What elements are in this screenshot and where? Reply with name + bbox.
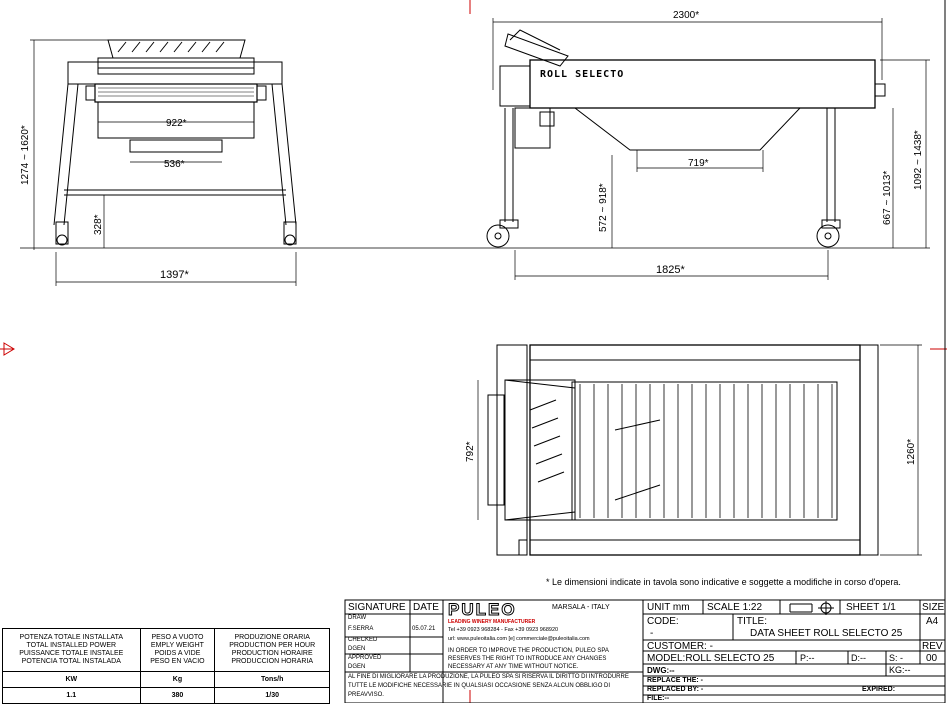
code-label: CODE: xyxy=(647,616,679,627)
production-header-es: PRODUCCION HORARIA xyxy=(231,658,314,665)
front-height-label: 1274 ~ 1620* xyxy=(20,125,31,185)
dwg-field: DWG:-- xyxy=(647,666,675,675)
title-block-frame xyxy=(344,599,946,703)
scale-label: SCALE 1:22 xyxy=(707,602,763,613)
production-header-fr: PRODUCTION HORAIRE xyxy=(231,650,313,657)
production-header: PRODUZIONE ORARIA PRODUCTION PER HOUR PR… xyxy=(214,628,330,672)
model-field: MODEL:ROLL SELECTO 25 xyxy=(647,653,775,664)
side-view xyxy=(486,29,886,248)
title-value: DATA SHEET ROLL SELECTO 25 xyxy=(750,628,903,639)
company-contact-phone: Tel +39 0923 968284 - Fax +39 0923 96892… xyxy=(448,627,559,633)
roller-grate xyxy=(579,384,833,518)
weight-unit: Kg xyxy=(139,671,216,688)
power-header: POTENZA TOTALE INSTALLATA TOTAL INSTALLE… xyxy=(2,628,141,672)
replace-the-field: REPLACE THE: - xyxy=(647,677,703,684)
machine-name-label: ROLL SELECTO xyxy=(540,69,624,80)
company-contact-web: url: www.puleoitalia.com [e] commerciale… xyxy=(448,636,590,642)
front-view xyxy=(53,39,297,246)
front-base-label: 1397* xyxy=(160,269,189,281)
production-unit: Tons/h xyxy=(214,671,330,688)
weight-value: 380 xyxy=(139,687,216,704)
scale-symbol-icon xyxy=(789,601,834,615)
p-field: P:-- xyxy=(800,653,815,663)
power-header-it: POTENZA TOTALE INSTALLATA xyxy=(19,634,124,641)
rev-label: REV xyxy=(922,641,943,652)
production-value: 1/30 xyxy=(214,687,330,704)
draw-date: 05.07.21 xyxy=(412,626,436,632)
side-left-height-label: 572 ~ 918* xyxy=(598,183,609,232)
side-overall-label: 2300* xyxy=(673,10,699,21)
power-header-fr: PUISSANCE TOTALE INSTALEE xyxy=(19,650,124,657)
title-label: TITLE: xyxy=(737,616,768,627)
code-value: - xyxy=(650,628,654,639)
top-view xyxy=(487,344,879,556)
company-logo: PULEO xyxy=(448,600,517,620)
signature-label: SIGNATURE xyxy=(348,602,406,613)
power-value: 1.1 xyxy=(2,687,141,704)
date-label: DATE xyxy=(413,602,439,613)
spec-table: POTENZA TOTALE INSTALLATA TOTAL INSTALLE… xyxy=(2,628,330,704)
weight-header-es: PESO EN VACIO xyxy=(150,658,205,665)
company-location: MARSALA - ITALY xyxy=(552,604,610,611)
weight-header: PESO A VUOTO EMPLY WEIGHT POIDS A VIDE P… xyxy=(139,628,216,672)
weight-header-it: PESO A VUOTO xyxy=(151,634,204,641)
disclaimer-en: IN ORDER TO IMPROVE THE PRODUCTION, PULE… xyxy=(448,648,609,670)
front-ground-label: 328* xyxy=(93,214,104,235)
approved-value: DGEN xyxy=(348,664,366,670)
disclaimer-it: AL FINE DI MIGLIORARE LA PRODUZIONE, LA … xyxy=(348,674,629,698)
dimensions-note: * Le dimensioni indicate in tavola sono … xyxy=(546,577,901,587)
company-tagline: LEADING WINERY MANUFACTURER xyxy=(448,619,536,625)
side-length-label: 1825* xyxy=(656,264,685,276)
top-view-dims xyxy=(477,344,922,556)
size-value: A4 xyxy=(926,616,939,627)
checked-value: DGEN xyxy=(348,646,366,652)
unit-label: UNIT mm xyxy=(647,602,690,613)
side-height-label: 1092 ~ 1438* xyxy=(913,130,924,190)
power-header-es: POTENCIA TOTAL INSTALADA xyxy=(21,658,121,665)
checked-label: CHECKED xyxy=(348,637,378,643)
front-view-dims xyxy=(20,39,930,286)
approved-label: APPROVED xyxy=(348,655,382,661)
power-unit: KW xyxy=(2,671,141,688)
customer-field: CUSTOMER: - xyxy=(647,641,713,652)
weight-header-en: EMPLY WEIGHT xyxy=(150,642,204,649)
expired-field: EXPIRED: xyxy=(862,686,896,693)
draw-value: F.SERRA xyxy=(348,626,374,632)
production-header-it: PRODUZIONE ORARIA xyxy=(234,634,310,641)
side-view-dims xyxy=(492,18,930,280)
rev-value: 00 xyxy=(926,653,938,664)
production-header-en: PRODUCTION PER HOUR xyxy=(229,642,316,649)
top-depth-label: 1260* xyxy=(906,439,917,465)
draw-label: DRAW xyxy=(348,615,367,621)
file-field: FILE:-- xyxy=(647,695,670,702)
front-width-label: 922* xyxy=(166,118,187,129)
kg-field: KG:-- xyxy=(889,665,911,675)
front-inner-label: 536* xyxy=(164,159,185,170)
side-hopper-label: 719* xyxy=(688,158,709,169)
power-header-en: TOTAL INSTALLED POWER xyxy=(26,642,117,649)
sheet-label: SHEET 1/1 xyxy=(846,602,896,613)
replaced-by-field: REPLACED BY: - xyxy=(647,686,704,693)
d-field: D:-- xyxy=(851,653,866,663)
s-field: S: - xyxy=(889,653,904,663)
weight-header-fr: POIDS A VIDE xyxy=(154,650,201,657)
top-width-label: 792* xyxy=(465,441,476,462)
size-label: SIZE xyxy=(922,602,945,613)
side-right-height-label: 667 ~ 1013* xyxy=(882,171,893,225)
